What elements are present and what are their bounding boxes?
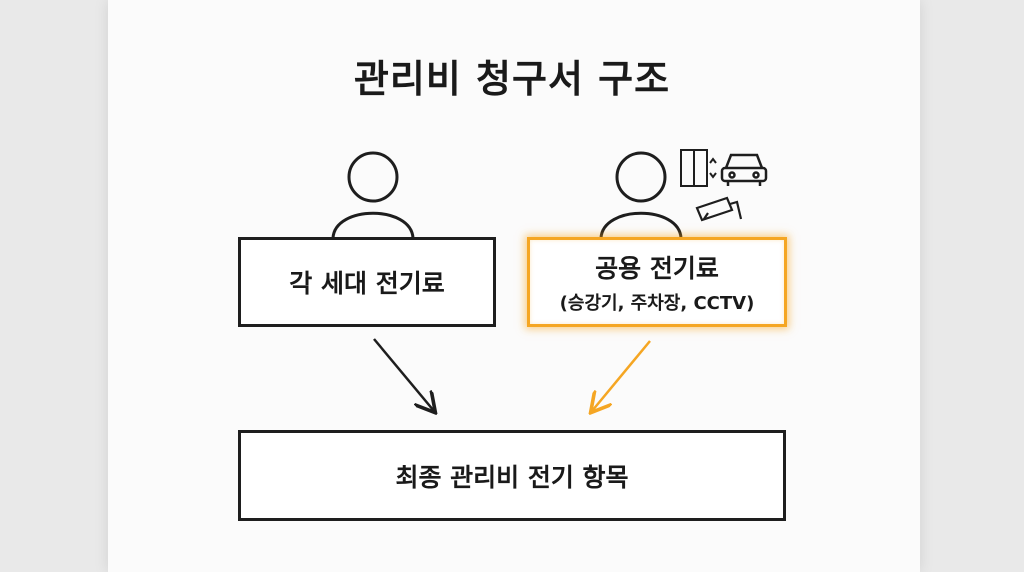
household-electricity-label: 각 세대 전기료 [289,269,445,298]
arrow-household-to-final [373,338,434,411]
common-electricity-label: 공용 전기료 [595,254,719,283]
diagram-title: 관리비 청구서 구조 [353,57,671,101]
common-electricity-box: 공용 전기료 (승강기, 주차장, CCTV) [527,237,787,327]
final-electricity-item-box: 최종 관리비 전기 항목 [238,430,786,521]
person-icon [599,151,683,239]
cctv-camera-icon [695,196,743,222]
elevator-icon [680,149,717,187]
person-icon [331,151,415,239]
car-icon [720,153,768,186]
arrow-common-to-final [592,340,651,411]
common-electricity-sublabel: (승강기, 주차장, CCTV) [559,293,755,314]
final-electricity-item-label: 최종 관리비 전기 항목 [395,462,629,492]
household-electricity-box: 각 세대 전기료 [238,237,496,327]
